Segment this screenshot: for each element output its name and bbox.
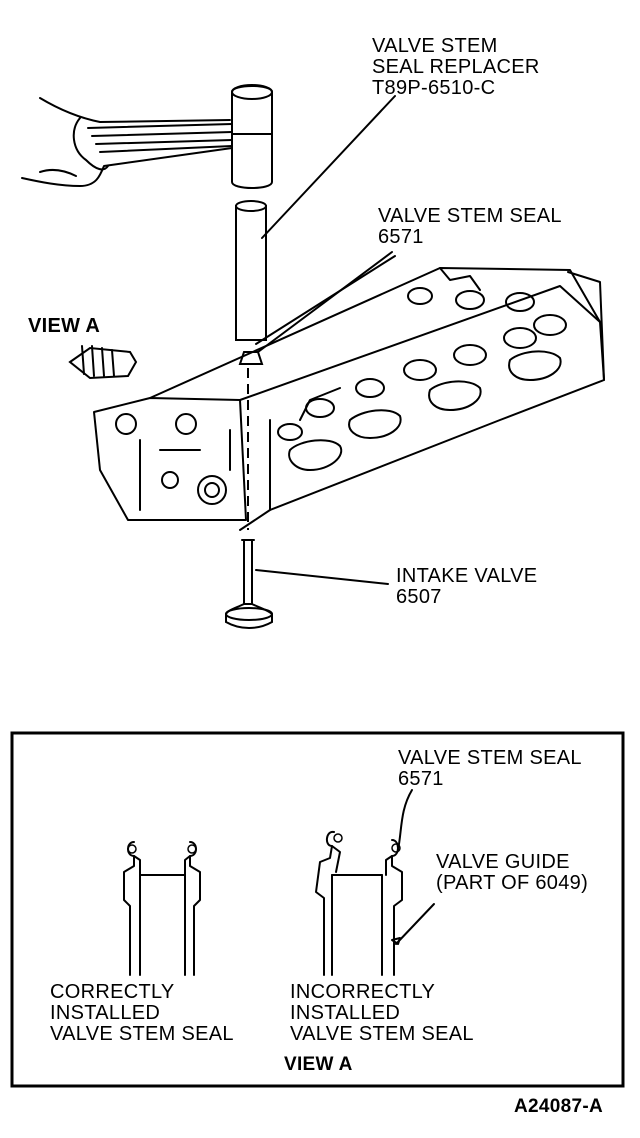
incorrect-seal-drawing: [315, 830, 403, 976]
label-incorrect-line1: INCORRECTLY: [290, 981, 436, 1003]
leader-seal: [257, 251, 393, 353]
label-view-a-caption: VIEW A: [284, 1054, 353, 1075]
label-replacer-line1: VALVE STEM: [372, 35, 498, 57]
seal-replacer-tool: [235, 200, 267, 341]
label-seal-top: VALVE STEM SEAL 6571: [378, 206, 562, 248]
label-replacer-line3: T89P-6510-C: [372, 77, 496, 99]
label-guide-line2: (PART OF 6049): [436, 872, 589, 894]
intake-valve: [225, 539, 273, 629]
label-correct-line1: CORRECTLY: [50, 981, 175, 1003]
hand-with-hammer: [21, 97, 233, 187]
figure-id: A24087-A: [514, 1096, 604, 1117]
label-seal-inset-line2: 6571: [398, 768, 444, 790]
label-seal-inset: VALVE STEM SEAL 6571: [398, 748, 582, 790]
label-replacer-line2: SEAL REPLACER: [372, 56, 540, 78]
label-seal-top-line2: 6571: [378, 226, 424, 248]
leader-intake: [255, 569, 389, 585]
label-incorrect-line3: VALVE STEM SEAL: [290, 1023, 474, 1045]
label-intake-line1: INTAKE VALVE: [396, 565, 538, 587]
label-correct: CORRECTLY INSTALLED VALVE STEM SEAL: [50, 982, 234, 1045]
label-incorrect-line2: INSTALLED: [290, 1002, 401, 1024]
label-guide: VALVE GUIDE (PART OF 6049): [436, 852, 588, 894]
label-incorrect: INCORRECTLY INSTALLED VALVE STEM SEAL: [290, 982, 474, 1045]
label-intake-line2: 6507: [396, 586, 442, 608]
cylinder-head: [93, 267, 605, 531]
view-a-inset-frame: [10, 731, 625, 1088]
correct-seal-drawing: [123, 841, 201, 976]
leader-replacer: [261, 95, 396, 239]
mallet-head: [231, 84, 273, 189]
label-seal-top-line1: VALVE STEM SEAL: [378, 205, 562, 227]
label-intake: INTAKE VALVE 6507: [396, 566, 537, 608]
label-guide-line1: VALVE GUIDE: [436, 851, 570, 873]
label-view-a-top: VIEW A: [28, 315, 101, 337]
label-correct-line3: VALVE STEM SEAL: [50, 1023, 234, 1045]
leader-inset-guide: [395, 903, 435, 945]
label-replacer: VALVE STEM SEAL REPLACER T89P-6510-C: [372, 36, 540, 99]
leader-seal-2: [255, 255, 396, 345]
label-seal-inset-line1: VALVE STEM SEAL: [398, 747, 582, 769]
leader-inset-seal: [397, 789, 413, 851]
view-a-arrow: [68, 345, 138, 380]
label-correct-line2: INSTALLED: [50, 1002, 161, 1024]
